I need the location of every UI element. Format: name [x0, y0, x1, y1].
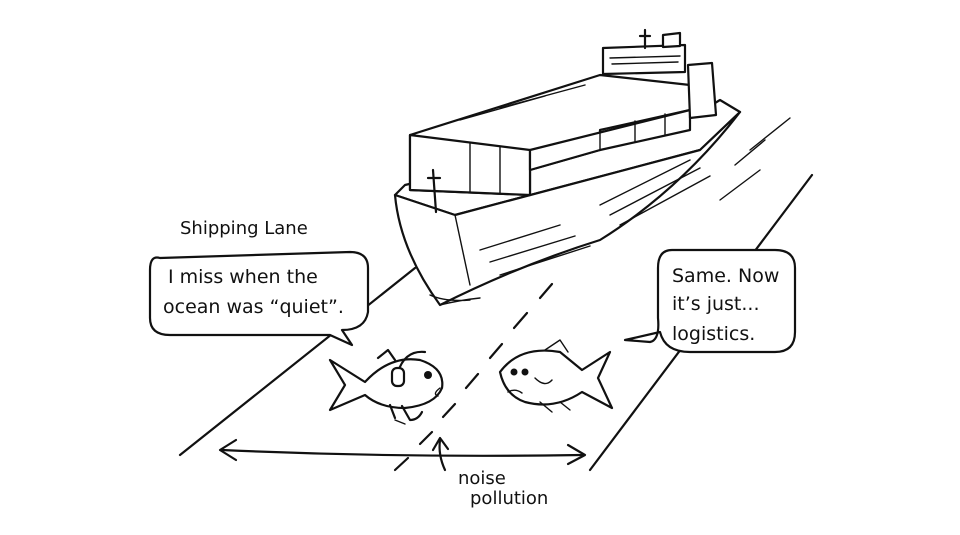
left-speech-line-1: I miss when the [168, 266, 318, 288]
container-ship-icon [393, 28, 742, 307]
left-speech-bubble: I miss when the ocean was “quiet”. [148, 250, 370, 347]
right-speech-line-2: it’s just... [672, 293, 760, 315]
arrow-label-line-1: noise [458, 468, 506, 489]
double-arrow-icon [218, 436, 587, 472]
fish-icon [498, 339, 614, 413]
left-speech-line-2: ocean was “quiet”. [163, 296, 344, 318]
right-speech-line-3: logistics. [672, 323, 755, 345]
right-speech-line-1: Same. Now [672, 265, 779, 287]
lane-label: Shipping Lane [180, 218, 308, 239]
fish-with-headphones-icon [328, 348, 444, 425]
arrow-label-line-2: pollution [470, 488, 548, 509]
right-speech-bubble: Same. Now it’s just... logistics. [623, 248, 797, 354]
shipping-lane-lines [178, 117, 814, 472]
